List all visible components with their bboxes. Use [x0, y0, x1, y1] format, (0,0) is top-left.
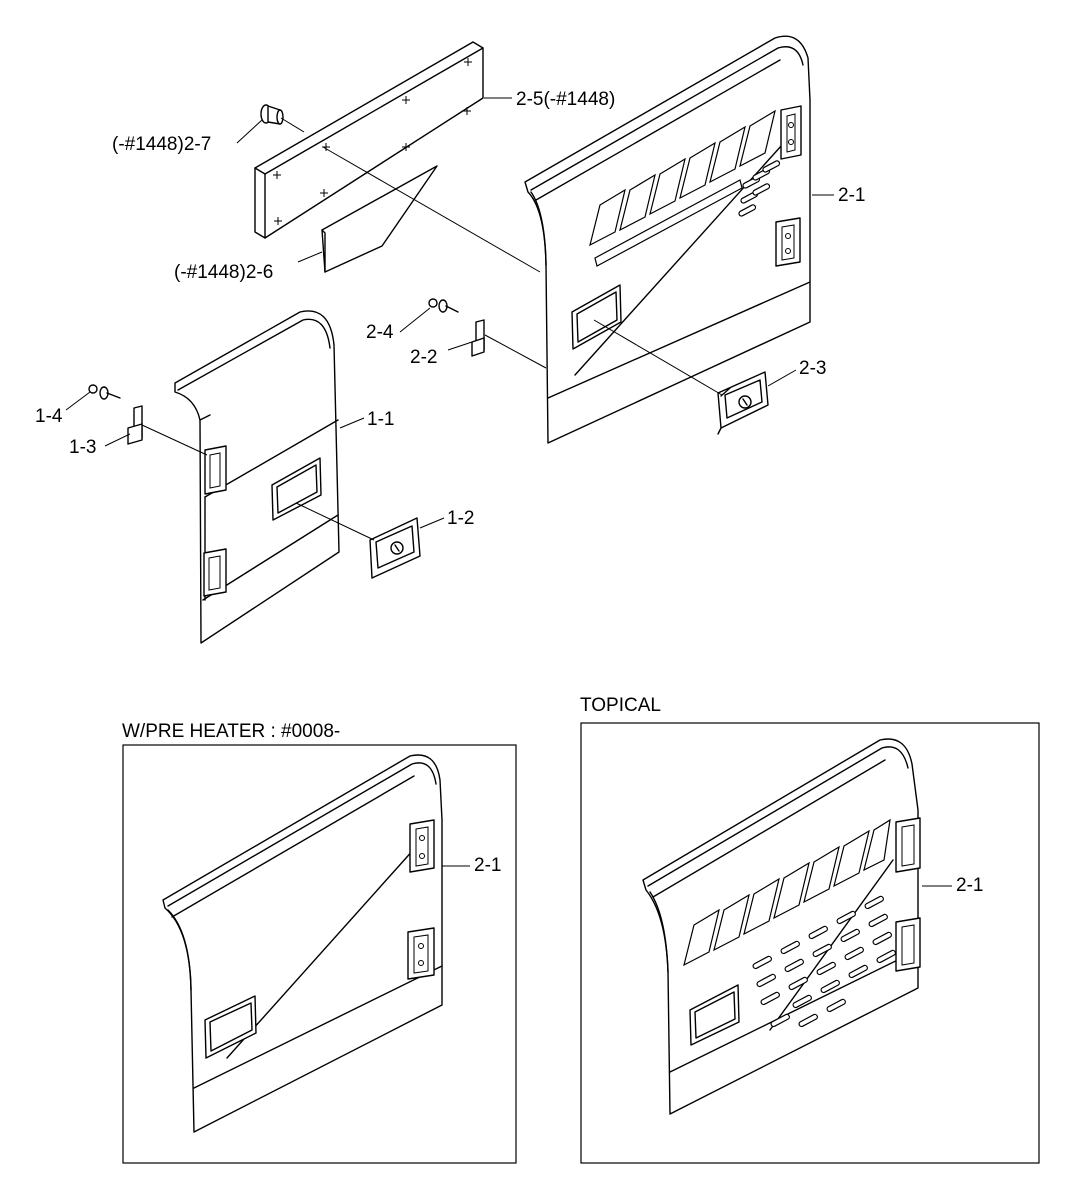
insulation-pad-2-5 [254, 41, 484, 239]
part-labels: 2-5(-#1448) (-#1448)2-7 (-#1448)2-6 2-1 … [35, 89, 865, 529]
label-2-3: 2-3 [799, 358, 826, 379]
inset-preheater-title: W/PRE HEATER : #0008- [122, 721, 340, 742]
label-1-4: 1-4 [35, 406, 63, 427]
pad-2-6 [321, 165, 438, 273]
label-2-1-preheater: 2-1 [474, 855, 501, 876]
label-2-7: (-#1448)2-7 [112, 134, 211, 155]
bolt-2-4 [428, 298, 459, 313]
inset-preheater: W/PRE HEATER : #0008- 2-1 [122, 721, 517, 1164]
label-2-4: 2-4 [366, 322, 394, 343]
bolt-1-4 [88, 384, 121, 400]
lock-1-2 [369, 517, 421, 579]
inset-topical-title: TOPICAL [580, 695, 661, 716]
label-1-1: 1-1 [367, 409, 394, 430]
label-2-1-topical: 2-1 [956, 875, 983, 896]
label-2-6: (-#1448)2-6 [174, 262, 273, 283]
door-2-1-topical [642, 738, 921, 1115]
label-1-2: 1-2 [447, 508, 474, 529]
leader-lines [65, 97, 834, 541]
pin-2-7 [260, 104, 284, 125]
door-2-1 [524, 35, 811, 444]
door-1-1 [174, 310, 340, 644]
bracket-2-2 [471, 319, 485, 357]
label-1-3: 1-3 [69, 437, 96, 458]
door-2-1-preheater [162, 754, 443, 1133]
label-2-5: 2-5(-#1448) [516, 89, 615, 110]
label-2-1: 2-1 [838, 185, 865, 206]
bracket-1-3 [127, 405, 143, 445]
inset-topical: TOPICAL [580, 695, 1040, 1164]
lock-2-3 [717, 371, 769, 435]
label-2-2: 2-2 [410, 347, 437, 368]
